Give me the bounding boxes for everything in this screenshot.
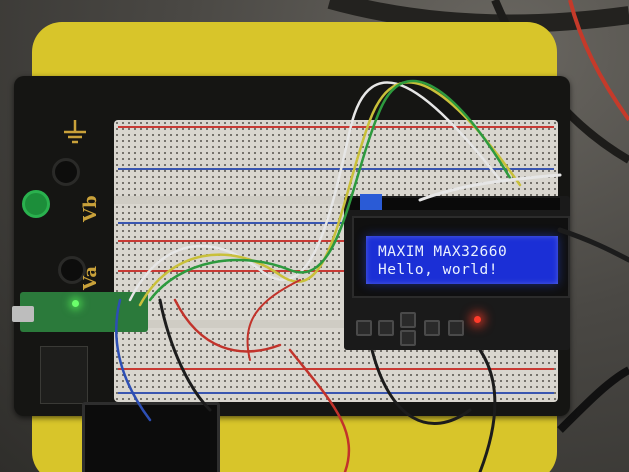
shield-button-left[interactable]: [378, 320, 394, 336]
rail-red-mid: [118, 240, 344, 242]
terminal-a[interactable]: [58, 256, 86, 284]
max32660-board: [20, 292, 148, 332]
lcd-line-2: Hello, world!: [378, 262, 498, 278]
rail-red-bottom: [118, 368, 554, 370]
lcd-line-1: MAXIM MAX32660: [378, 244, 508, 260]
shield-button-up[interactable]: [400, 312, 416, 328]
header-pins: [350, 198, 560, 210]
usb-connector[interactable]: [12, 306, 34, 322]
rail-blue-mid: [118, 222, 344, 224]
shield-button-down[interactable]: [400, 330, 416, 346]
shield-button-reset[interactable]: [448, 320, 464, 336]
terminal-b-post[interactable]: [22, 190, 50, 218]
breadboard-gap-2: [114, 320, 558, 328]
rail-blue-top: [118, 168, 554, 170]
terminal-ground[interactable]: [52, 158, 80, 186]
potentiometer[interactable]: [360, 194, 382, 210]
lcd-screen: [366, 236, 558, 284]
shield-button-right[interactable]: [424, 320, 440, 336]
red-led: [474, 316, 481, 323]
rail-blue-bottom: [118, 392, 554, 394]
oled-module: [82, 402, 220, 472]
shield-button-select[interactable]: [356, 320, 372, 336]
board-sticker: [40, 346, 88, 404]
rail-red-top: [118, 126, 554, 128]
rail-red-mid2: [118, 270, 344, 272]
breadboard-gap: [114, 196, 344, 204]
green-led: [72, 300, 79, 307]
ground-icon: [60, 118, 90, 152]
